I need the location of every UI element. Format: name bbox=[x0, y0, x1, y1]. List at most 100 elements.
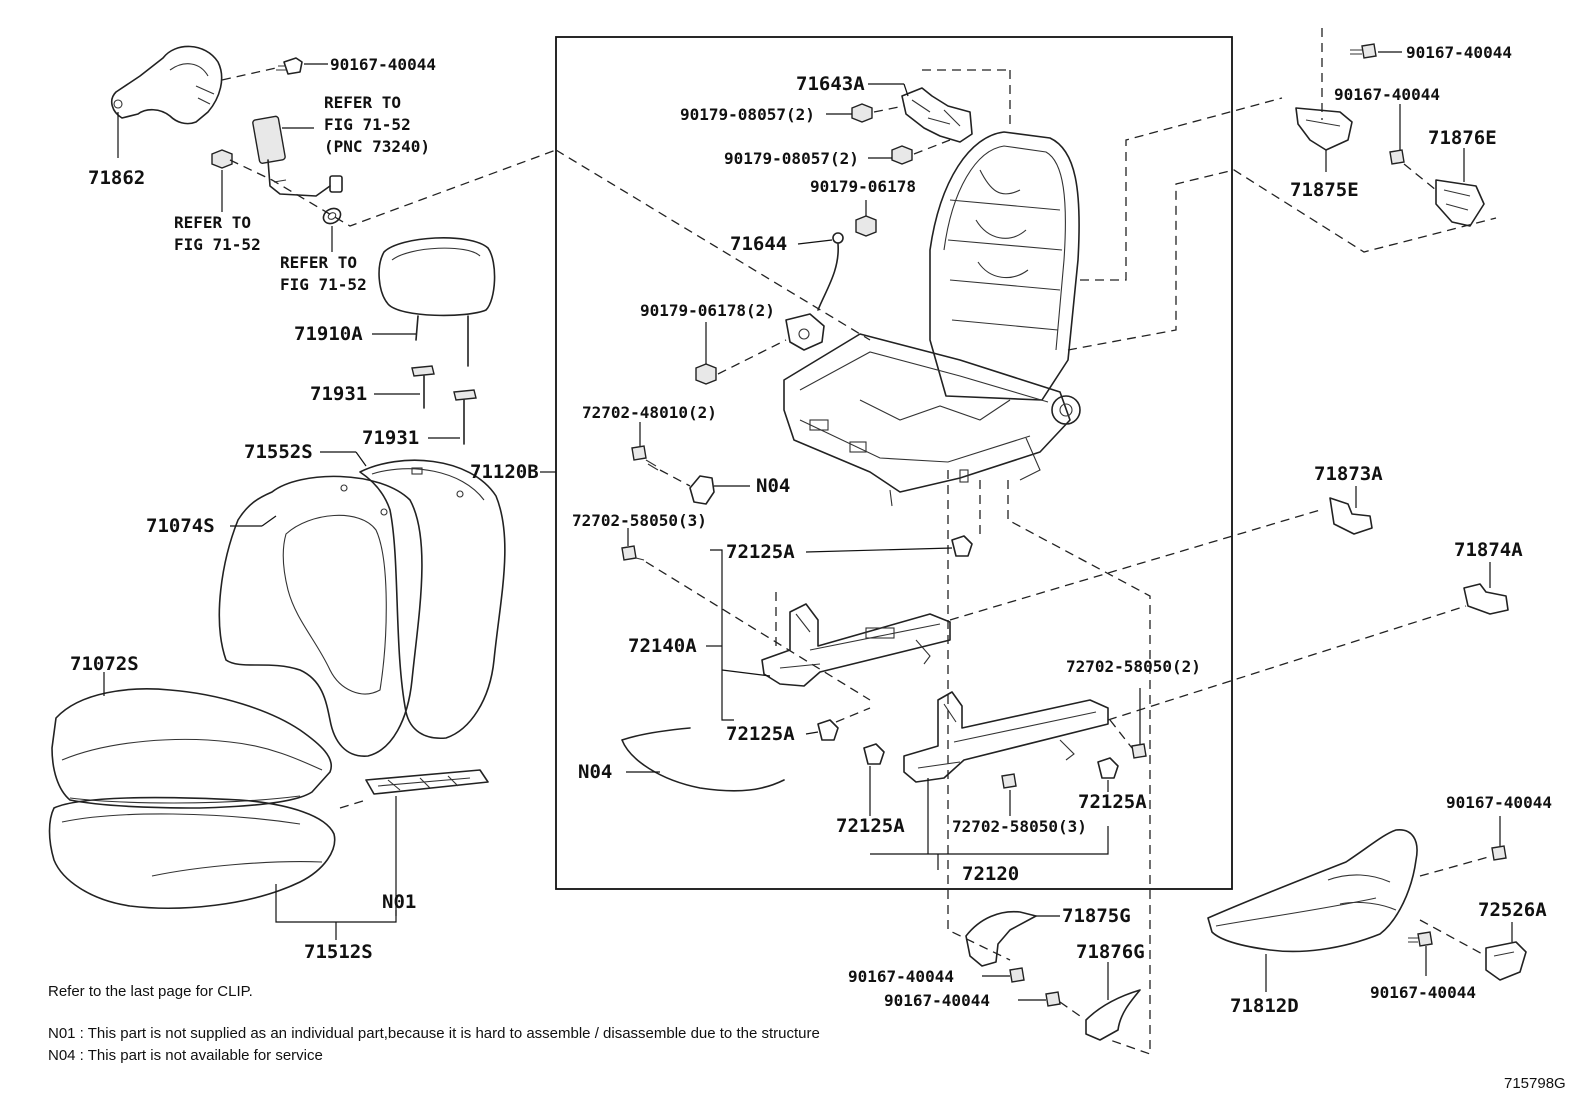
bolt-90167-g bbox=[1045, 991, 1061, 1007]
callout-71876E: 71876E bbox=[1428, 127, 1497, 149]
callout-72120: 72120 bbox=[962, 863, 1019, 885]
nut-90179-06178-2 bbox=[695, 363, 717, 385]
callout-71931-b: 71931 bbox=[362, 427, 419, 449]
callout-72526A: 72526A bbox=[1478, 899, 1547, 921]
bolt-72702-58050-2 bbox=[1131, 743, 1147, 759]
dash-buckle-frame bbox=[229, 149, 557, 227]
leader-72125A-b bbox=[805, 731, 819, 735]
part-72125A-clip-b bbox=[817, 719, 839, 741]
part-72125A-clip-c bbox=[1097, 757, 1119, 779]
part-N04-clip-a bbox=[689, 475, 715, 505]
bolt-90167-e bbox=[1408, 931, 1433, 947]
callout-90167-b: 90167-40044 bbox=[1406, 43, 1512, 62]
bracket-72140A bbox=[710, 549, 734, 721]
part-71931-guide-a bbox=[411, 365, 435, 409]
callout-72125A-c: 72125A bbox=[1078, 791, 1147, 813]
dash-rail-long-1 bbox=[949, 509, 1321, 621]
callout-72125A-a: 72125A bbox=[726, 541, 795, 563]
bolt-72702-58050-a bbox=[621, 545, 645, 561]
seat-cushion-frame bbox=[783, 333, 1081, 507]
part-72140A-rail bbox=[761, 603, 951, 687]
bolt-90167-c bbox=[1389, 149, 1405, 165]
callout-71931-a: 71931 bbox=[310, 383, 367, 405]
part-71512S-cushion-pad bbox=[48, 796, 336, 909]
part-72125A-clip-a bbox=[951, 535, 973, 557]
part-71072S-cushion-cover bbox=[51, 688, 333, 809]
dash-frame-right-1 bbox=[1080, 97, 1283, 281]
part-71874A-bracket bbox=[1463, 583, 1509, 615]
callout-71644: 71644 bbox=[730, 233, 787, 255]
dash-bolt-48010 bbox=[659, 469, 691, 487]
callout-71862: 71862 bbox=[88, 167, 145, 189]
bolt-72702-58050-b bbox=[1001, 773, 1017, 789]
dash-nut-b bbox=[913, 139, 951, 155]
bolt-90167-f bbox=[1009, 967, 1025, 983]
callout-72140A: 72140A bbox=[628, 635, 697, 657]
dash-72526A bbox=[1419, 919, 1487, 957]
callout-90167-g: 90167-40044 bbox=[884, 991, 990, 1010]
dash-bolt-58050 bbox=[645, 561, 871, 701]
nut-90179-08057-a bbox=[851, 103, 873, 123]
leader-71643A-b bbox=[903, 83, 909, 97]
dash-71876E bbox=[1403, 163, 1437, 191]
dash-frame-topleft bbox=[555, 149, 871, 341]
callout-71875G: 71875G bbox=[1062, 905, 1131, 927]
grommet-refer bbox=[322, 207, 342, 225]
dash-frame-down-2 bbox=[1007, 480, 1151, 1055]
callout-N01: N01 bbox=[382, 891, 416, 913]
part-71910A-headrest bbox=[378, 237, 496, 367]
dash-71862-bolt bbox=[221, 67, 277, 81]
callout-90179-06178-2: 90179-06178(2) bbox=[640, 301, 775, 320]
part-71876E-cover bbox=[1435, 179, 1485, 227]
part-71876G-cover bbox=[1085, 989, 1141, 1041]
callout-90167-f: 90167-40044 bbox=[848, 967, 954, 986]
callout-71074S: 71074S bbox=[146, 515, 215, 537]
part-71644-cable bbox=[785, 232, 844, 351]
part-N04-wire bbox=[621, 727, 785, 792]
callout-refer-b-l2: FIG 71-52 bbox=[174, 235, 261, 254]
callout-N04-b: N04 bbox=[578, 761, 612, 783]
part-71873A-bracket bbox=[1329, 497, 1373, 535]
callout-72125A-d: 72125A bbox=[836, 815, 905, 837]
nut-left bbox=[211, 149, 233, 169]
callout-refer-73240-l2: FIG 71-52 bbox=[324, 115, 411, 134]
leader-71512S bbox=[275, 884, 397, 923]
dash-bolt-58050-2 bbox=[1109, 719, 1133, 749]
callout-72702-48010: 72702-48010(2) bbox=[582, 403, 717, 422]
leader-71552S-b bbox=[355, 451, 367, 467]
seat-back-frame bbox=[929, 131, 1080, 401]
callout-refer-73240-l1: REFER TO bbox=[324, 93, 401, 112]
callout-71874A: 71874A bbox=[1454, 539, 1523, 561]
part-71875G-cover bbox=[965, 910, 1037, 967]
leader-71644 bbox=[797, 239, 833, 245]
callout-90167-c: 90167-40044 bbox=[1334, 85, 1440, 104]
seat-belt-buckle bbox=[252, 115, 343, 197]
part-72526A-knob bbox=[1485, 941, 1527, 981]
callout-72125A-b: 72125A bbox=[726, 723, 795, 745]
callout-90179-08057-a: 90179-08057(2) bbox=[680, 105, 815, 124]
callout-71512S: 71512S bbox=[304, 941, 373, 963]
dash-90167-d bbox=[1419, 855, 1493, 877]
leader-72125A-a bbox=[805, 547, 953, 553]
dash-frame-down-1 bbox=[947, 470, 1011, 961]
callout-N04-a: N04 bbox=[756, 475, 790, 497]
part-71931-guide-b bbox=[453, 389, 477, 445]
callout-71552S: 71552S bbox=[244, 441, 313, 463]
callout-71875E: 71875E bbox=[1290, 179, 1359, 201]
part-72125A-clip-d bbox=[863, 743, 885, 765]
part-N01-plate bbox=[365, 769, 489, 795]
part-71643A-bracket bbox=[901, 87, 973, 143]
callout-71643A: 71643A bbox=[796, 73, 865, 95]
dash-n01-cushion bbox=[339, 799, 367, 809]
dash-nut-cable bbox=[717, 339, 787, 375]
callout-72702-58050-b: 72702-58050(3) bbox=[952, 817, 1087, 836]
callout-refer-c-l1: REFER TO bbox=[280, 253, 357, 272]
dash-nut-a bbox=[873, 105, 905, 113]
part-71812D-side-cover bbox=[1207, 829, 1418, 953]
part-71552S-back-pad bbox=[359, 459, 506, 739]
dash-frame-right-2 bbox=[1067, 169, 1497, 351]
figure-id: 715798G bbox=[1504, 1075, 1566, 1092]
callout-71910A: 71910A bbox=[294, 323, 363, 345]
callout-71876G: 71876G bbox=[1076, 941, 1145, 963]
callout-72702-58050-2: 72702-58050(2) bbox=[1066, 657, 1201, 676]
